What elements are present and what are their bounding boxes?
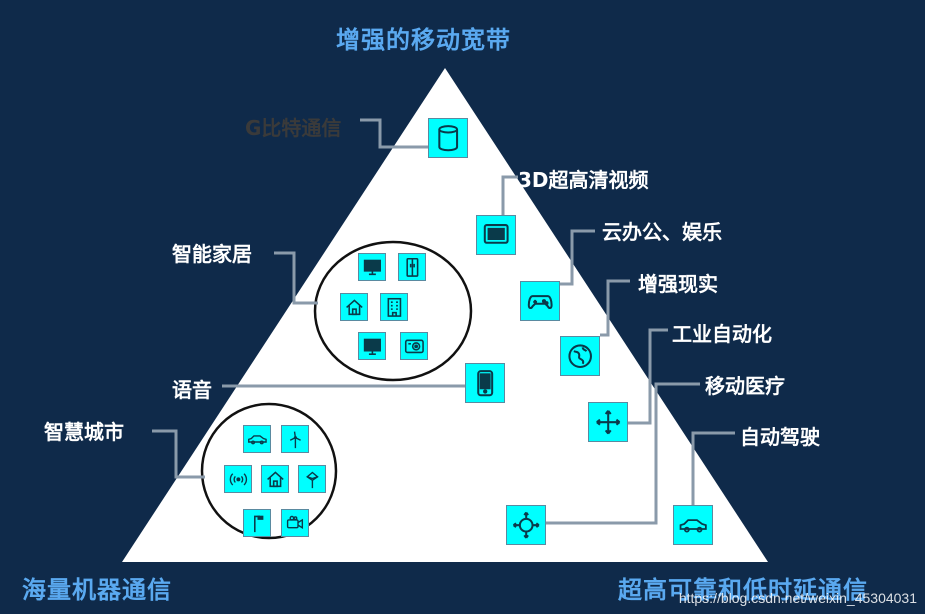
connector-medical <box>546 382 700 525</box>
wireless-signal-icon <box>224 465 252 493</box>
speaker-icon <box>400 332 428 360</box>
label-cloud: 云办公、娱乐 <box>602 220 722 244</box>
connector-lines <box>152 118 735 525</box>
database-icon <box>428 118 468 158</box>
smartphone-icon <box>465 363 505 403</box>
connector-autodrive <box>691 431 735 506</box>
solar-tree-icon <box>298 465 326 493</box>
arrows-cross-icon <box>588 402 628 442</box>
tv-icon <box>358 332 386 360</box>
bottom-left-title: 海量机器通信 <box>22 576 172 604</box>
monitor-icon <box>358 253 386 281</box>
watermark-url: https://blog.csdn.net/weixin_45304031 <box>678 590 917 606</box>
building-icon <box>380 293 408 321</box>
connector-cloud <box>560 229 595 286</box>
street-lamp-icon <box>243 509 271 537</box>
compass-icon <box>506 505 546 545</box>
bottom-right-title: 超高可靠和低时延通信 <box>618 576 868 604</box>
connector-smart-home <box>274 251 318 305</box>
label-uhd: 3D超高清视频 <box>518 168 649 192</box>
connector-gbit <box>360 118 430 149</box>
refrigerator-icon <box>398 253 426 281</box>
sedan-icon <box>243 425 271 453</box>
label-autodrive: 自动驾驶 <box>740 425 820 449</box>
label-medical: 移动医疗 <box>705 374 785 398</box>
smart-city-circle <box>200 402 338 540</box>
label-smart-home: 智能家居 <box>172 242 252 266</box>
connector-smart-city <box>152 429 205 479</box>
connector-uhd <box>501 175 518 218</box>
tablet-screen-icon <box>476 215 516 255</box>
label-voice: 语音 <box>172 378 212 402</box>
car-icon <box>673 505 713 545</box>
gamepad-icon <box>520 281 560 321</box>
label-industry: 工业自动化 <box>672 322 772 346</box>
globe-icon <box>560 336 600 376</box>
smart-home-circle <box>313 240 473 382</box>
label-ar: 增强现实 <box>638 272 718 296</box>
label-gbit: G比特通信 <box>245 116 342 140</box>
video-camera-icon <box>281 509 309 537</box>
apex-title: 增强的移动宽带 <box>336 26 511 54</box>
house-icon <box>340 293 368 321</box>
label-smart-city: 智慧城市 <box>44 420 124 444</box>
home-icon <box>261 465 289 493</box>
connector-industry <box>628 328 668 425</box>
wind-turbine-icon <box>281 425 309 453</box>
connector-ar <box>600 279 630 337</box>
